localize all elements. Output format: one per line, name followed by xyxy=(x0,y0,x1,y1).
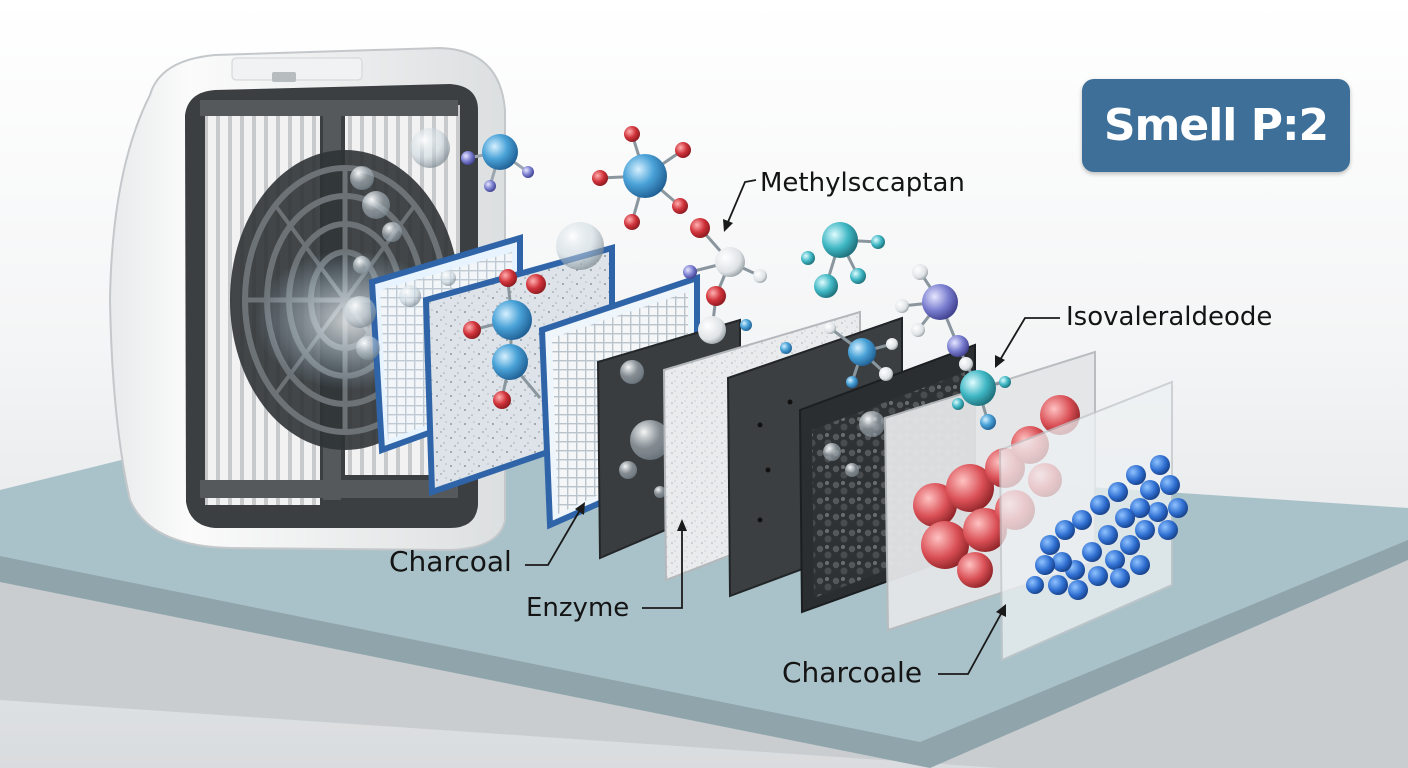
air-purifier-housing xyxy=(108,46,506,552)
leader-lines xyxy=(525,179,1060,675)
charcoale-label: Charcoale xyxy=(782,656,923,689)
teal-molecule xyxy=(801,222,885,298)
isovaleraldeode-label: Isovaleraldeode xyxy=(1066,302,1273,332)
blue-media-beads xyxy=(1026,455,1188,600)
air-bubbles xyxy=(344,128,604,360)
isovaleraldehyde-molecule xyxy=(895,264,1011,430)
molecule-cluster-top-left xyxy=(461,134,534,192)
small-blue-molecule xyxy=(780,322,898,388)
blue-red-molecule xyxy=(463,269,546,409)
smell-badge: Smell P:2 xyxy=(1082,79,1350,172)
charcoal-label: Charcoal xyxy=(389,545,512,578)
methyl-molecule xyxy=(592,126,767,344)
clear-front-panel xyxy=(998,380,1188,662)
enzyme-label: Enzyme xyxy=(526,593,630,623)
methylsccaptan-label: Methylsccaptan xyxy=(760,168,965,198)
